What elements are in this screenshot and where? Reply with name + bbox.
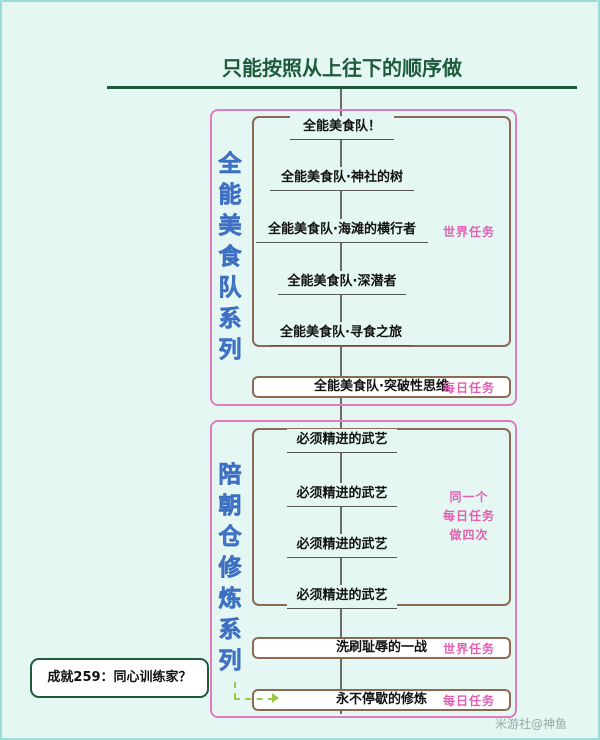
tag-line-same: 同一个 <box>449 490 489 504</box>
node-gourmet-1: 全能美食队！ <box>290 116 394 140</box>
series-label-char: 能 <box>218 182 242 209</box>
series-label-char: 炼 <box>218 586 242 613</box>
tag-world-quest: 世界任务 <box>442 642 495 656</box>
node-asakura-5: 洗刷耻辱的一战 <box>252 637 511 659</box>
node-asakura-2: 必须精进的武艺 <box>287 483 397 507</box>
achievement-connector <box>234 682 236 699</box>
tag-line-daily: 每日任务 <box>442 509 495 523</box>
main-connector-line <box>340 89 342 714</box>
page-title: 只能按照从上往下的顺序做 <box>222 56 462 80</box>
node-asakura-3: 必须精进的武艺 <box>287 534 397 558</box>
tag-daily-quest: 每日任务 <box>442 694 495 708</box>
series-label-char: 系 <box>218 306 242 333</box>
tag-same-daily-four-times: 同一个 每日任务 做四次 <box>427 488 511 545</box>
series-label-char: 食 <box>218 244 242 271</box>
series-label-gourmet: 全能美食队系列 <box>215 149 245 366</box>
node-gourmet-4: 全能美食队·深潜者 <box>278 271 406 295</box>
node-gourmet-5: 全能美食队·寻食之旅 <box>270 322 412 346</box>
tag-line-four-times: 做四次 <box>449 528 489 542</box>
series-label-char: 朝 <box>218 493 242 520</box>
node-asakura-4: 必须精进的武艺 <box>287 585 397 609</box>
series-label-char: 列 <box>218 337 242 364</box>
series-label-char: 队 <box>218 275 242 302</box>
node-asakura-6: 永不停歇的修炼 <box>252 689 511 711</box>
node-gourmet-6: 全能美食队·突破性思维 <box>252 376 511 398</box>
series-label-char: 系 <box>218 617 242 644</box>
node-gourmet-2: 全能美食队·神社的树 <box>270 167 414 191</box>
arrow-right-icon <box>272 693 279 703</box>
series-label-char: 美 <box>218 213 242 240</box>
series-box-asakura <box>210 420 517 718</box>
series-label-char: 全 <box>218 151 242 178</box>
tag-world-quest: 世界任务 <box>442 225 495 239</box>
tag-daily-quest: 每日任务 <box>442 381 495 395</box>
series-box-gourmet <box>210 109 517 406</box>
node-asakura-1: 必须精进的武艺 <box>287 429 397 453</box>
series-label-char: 仓 <box>218 524 242 551</box>
series-label-char: 陪 <box>218 462 242 489</box>
node-gourmet-3: 全能美食队·海滩的横行者 <box>256 219 428 243</box>
achievement-connector <box>234 698 274 700</box>
watermark: 米游社@神鱼 <box>495 717 568 731</box>
series-label-char: 修 <box>218 555 242 582</box>
title-underline <box>107 86 577 89</box>
series-label-asakura: 陪朝仓修炼系列 <box>215 460 245 677</box>
achievement-box: 成就259：同心训练家？ <box>30 658 209 698</box>
series-label-char: 列 <box>218 648 242 675</box>
